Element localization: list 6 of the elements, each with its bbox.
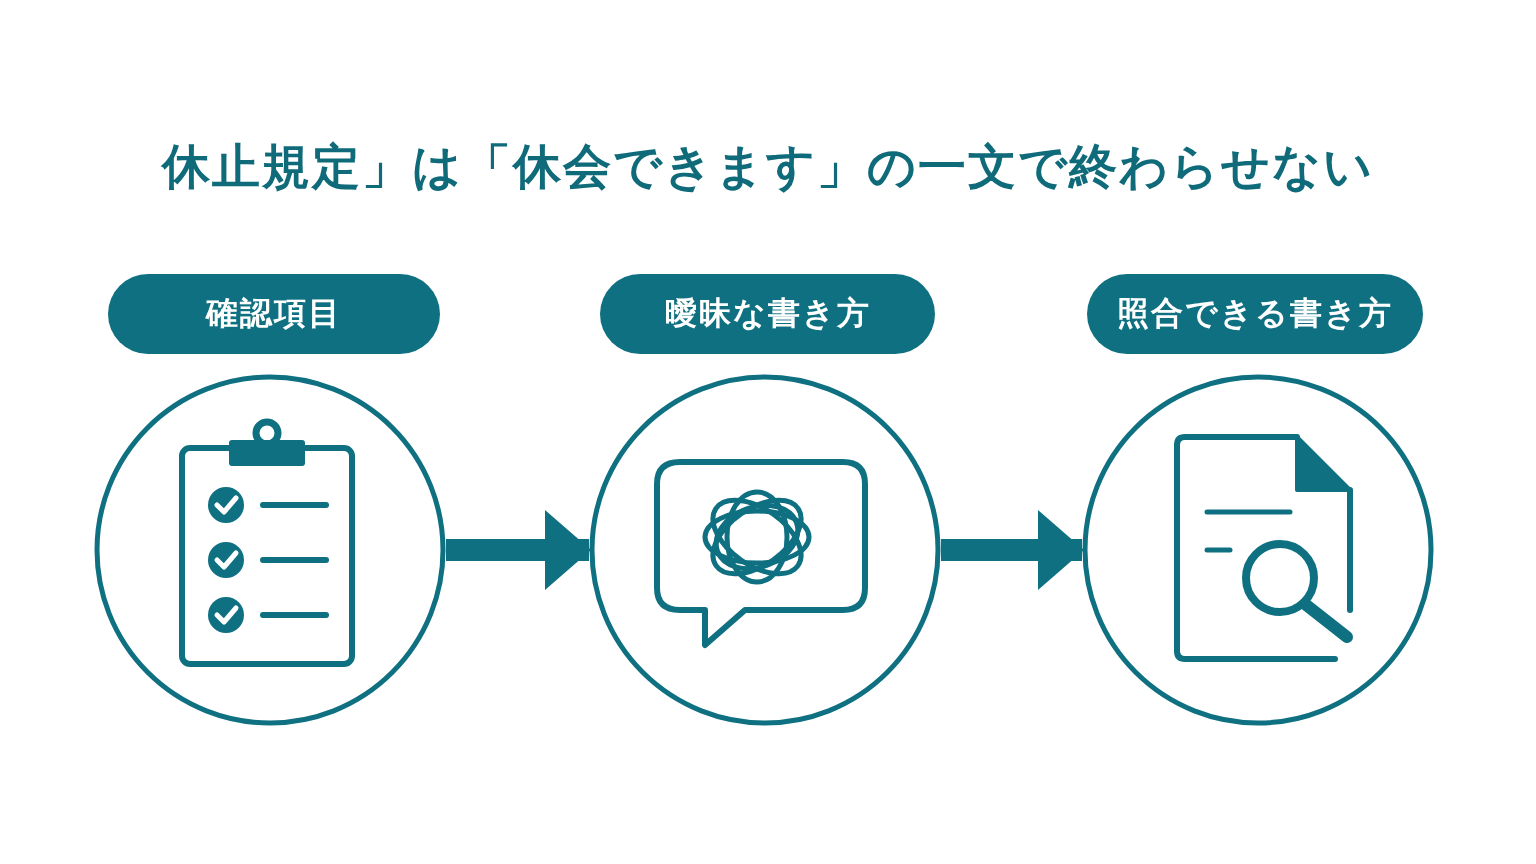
label-pill: 確認項目 bbox=[108, 274, 440, 354]
arrow bbox=[941, 510, 1084, 590]
title: 休止規定」は「休会できます」の一文で終わらせない bbox=[162, 137, 1374, 196]
label-pill: 照合できる書き方 bbox=[1087, 274, 1423, 354]
label-pill: 曖昧な書き方 bbox=[600, 274, 935, 354]
arrow bbox=[446, 510, 591, 590]
